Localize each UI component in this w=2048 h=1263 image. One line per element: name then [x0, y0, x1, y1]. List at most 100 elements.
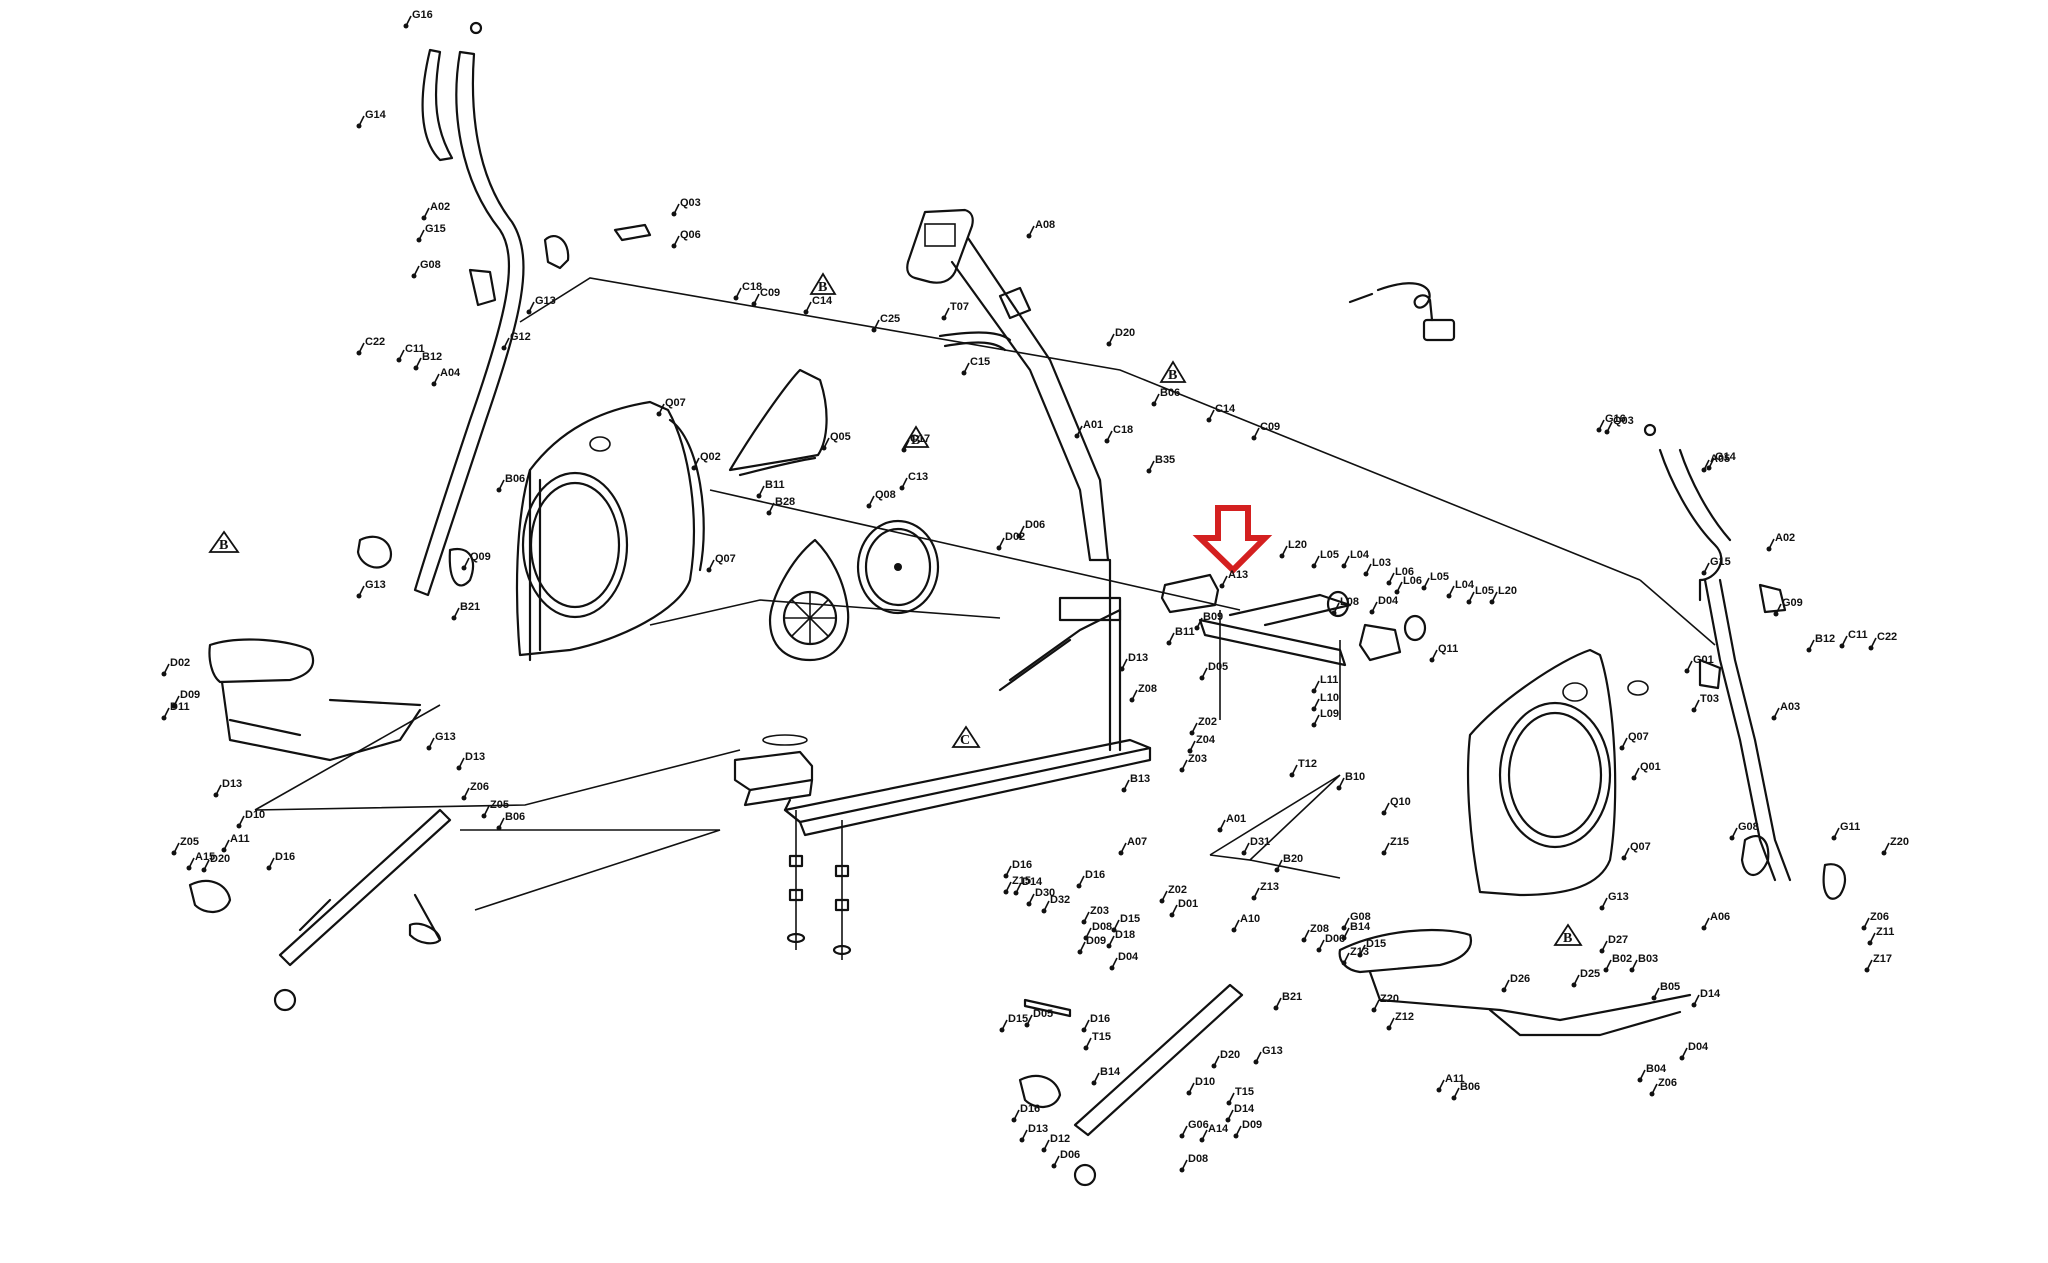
leader-dot: [1159, 898, 1165, 904]
leader-dot: [186, 865, 192, 871]
part-label: L04: [1341, 549, 1370, 569]
part-label-text: L08: [1340, 596, 1359, 608]
leader-dot: [1199, 1137, 1205, 1143]
part-label: G06: [1179, 1119, 1209, 1139]
leader-dot: [1501, 987, 1507, 993]
part-label-text: B35: [1155, 454, 1175, 466]
leader-dot: [1118, 850, 1124, 856]
part-label-text: A04: [440, 367, 461, 379]
part-label: G08: [1729, 821, 1759, 841]
part-label-text: C22: [1877, 631, 1897, 643]
leader-dot: [1251, 435, 1257, 441]
leader-dot: [1621, 855, 1627, 861]
part-label: G13: [426, 731, 456, 751]
leader-dot: [1429, 657, 1435, 663]
leader-dot: [899, 485, 905, 491]
part-label: D14: [1013, 876, 1043, 896]
part-label: D30: [1026, 887, 1055, 907]
part-label-text: C25: [880, 313, 900, 325]
part-label: D18: [1106, 929, 1135, 949]
part-label: D14: [1225, 1103, 1255, 1123]
part-label: A01: [1217, 813, 1246, 833]
leader-dot: [1311, 688, 1317, 694]
leader-dot: [1273, 1005, 1279, 1011]
part-label: Z13: [1341, 946, 1369, 966]
svg-text:B: B: [219, 538, 228, 553]
part-label-text: A14: [1208, 1123, 1229, 1135]
part-label: D16: [266, 851, 295, 871]
leader-dot: [1166, 640, 1172, 646]
part-label-text: L05: [1475, 585, 1494, 597]
part-label: L05: [1466, 585, 1494, 605]
leader-dot: [1701, 467, 1707, 473]
part-label-text: Z20: [1380, 993, 1399, 1005]
part-label-text: D02: [1005, 531, 1025, 543]
leader-dot: [1151, 401, 1157, 407]
part-label-text: Z12: [1395, 1011, 1414, 1023]
leader-dot: [356, 593, 362, 599]
leader-dot: [1106, 943, 1112, 949]
leader-dot: [1363, 571, 1369, 577]
part-label-text: Q07: [1628, 731, 1649, 743]
part-label-text: A03: [1780, 701, 1800, 713]
left-pedal-arm: [188, 808, 452, 1012]
leader-dot: [1381, 810, 1387, 816]
part-label: G16: [1596, 413, 1626, 433]
part-label-text: G08: [1738, 821, 1759, 833]
part-label-text: T07: [950, 301, 969, 313]
warning-triangle: B: [809, 272, 837, 295]
part-label-text: Z02: [1168, 884, 1187, 896]
part-label-text: D08: [1188, 1153, 1208, 1165]
part-label: Z06: [461, 781, 489, 801]
leader-dot: [426, 745, 432, 751]
leader-dot: [1051, 1163, 1057, 1169]
part-label: B05: [1651, 981, 1680, 1001]
part-label-text: Q05: [830, 431, 851, 443]
part-label: C15: [961, 356, 990, 376]
part-label-text: Q10: [1390, 796, 1411, 808]
part-label: D09: [171, 689, 200, 709]
leader-dot: [1386, 580, 1392, 586]
leader-dot: [496, 825, 502, 831]
leader-dot: [1311, 563, 1317, 569]
leader-dot: [1019, 1137, 1025, 1143]
leader-dot: [1274, 867, 1280, 873]
part-label: T03: [1691, 693, 1719, 713]
part-label-text: L10: [1320, 692, 1339, 704]
part-label-text: D06: [1325, 933, 1345, 945]
leader-dot: [1651, 995, 1657, 1001]
leader-dot: [1081, 1027, 1087, 1033]
part-label-text: Z20: [1890, 836, 1909, 848]
part-label: T12: [1289, 758, 1317, 778]
assembly-guide-lines: [254, 277, 1716, 911]
leader-dot: [161, 715, 167, 721]
part-label-text: L04: [1455, 579, 1475, 591]
part-label-text: D13: [222, 778, 242, 790]
part-label: B14: [1091, 1066, 1121, 1086]
leader-dot: [1451, 1095, 1457, 1101]
left-side-cover: [515, 400, 705, 662]
part-label-text: D06: [1060, 1149, 1080, 1161]
part-label: D12: [1041, 1133, 1070, 1153]
part-label: C14: [803, 295, 833, 315]
part-label-text: T15: [1092, 1031, 1111, 1043]
part-label-text: D08: [1092, 921, 1112, 933]
part-label-text: G13: [1608, 891, 1629, 903]
levelers: [786, 810, 852, 960]
leader-dot: [751, 301, 757, 307]
leader-dot: [171, 850, 177, 856]
part-label: Z15: [1381, 836, 1409, 856]
part-label: D04: [1369, 595, 1399, 615]
part-label: C14: [1206, 403, 1236, 423]
leader-dot: [413, 365, 419, 371]
part-label-text: C18: [742, 281, 762, 293]
leader-dot: [1637, 1077, 1643, 1083]
part-label: D13: [213, 778, 242, 798]
leader-dot: [1146, 468, 1152, 474]
part-label-text: T12: [1298, 758, 1317, 770]
part-label: A14: [1199, 1123, 1229, 1143]
part-label: Q09: [461, 551, 491, 571]
warning-triangle: B: [1159, 360, 1187, 383]
part-label: Q11: [1429, 643, 1458, 663]
leader-dot: [1331, 610, 1337, 616]
